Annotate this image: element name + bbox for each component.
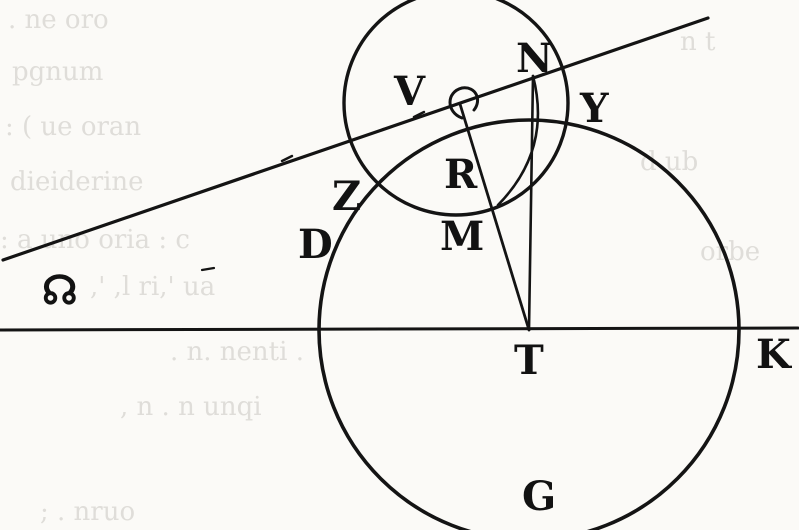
label-g: G [522, 473, 556, 520]
inclined-line [1, 16, 710, 262]
svg-text:n t: n t [680, 27, 716, 57]
svg-text:. ne oro: . ne oro [8, 5, 109, 35]
label-n: N [516, 35, 553, 82]
label-k: K [756, 331, 792, 378]
center-mark [448, 86, 479, 120]
svg-text:. n. nenti .: . n. nenti . [170, 337, 304, 367]
label-t: T [514, 337, 544, 384]
label-v: V [393, 68, 426, 115]
line-t-to-center [458, 102, 531, 332]
label-ascending-node: ☊ [42, 267, 78, 314]
tick-mark-left [280, 154, 294, 163]
svg-text:; . nruo: ; . nruo [40, 497, 135, 527]
svg-text:: ( ue oran: : ( ue oran [5, 112, 141, 142]
label-m: M [440, 213, 484, 260]
line-t-to-n [527, 74, 535, 332]
label-d: D [298, 221, 333, 268]
tick-mark-small [200, 266, 216, 272]
label-y: Y [579, 85, 609, 132]
label-z: Z [332, 173, 361, 220]
label-r: R [444, 151, 478, 198]
svg-text:,' ,l ri,' ua: ,' ,l ri,' ua [90, 272, 215, 302]
horizontal-line [0, 326, 799, 332]
arc-n-to-m [496, 74, 540, 207]
svg-text:, n . n unqi: , n . n unqi [120, 392, 262, 422]
svg-text:orbe: orbe [700, 237, 760, 267]
background-bleed-text: . ne oro pgnum : ( ue oran dieiderine : … [0, 5, 760, 527]
small-circle [342, 0, 570, 217]
tick-mark-mid [412, 110, 426, 119]
svg-text:dieiderine: dieiderine [10, 167, 144, 197]
svg-text:pgnum: pgnum [12, 57, 103, 87]
